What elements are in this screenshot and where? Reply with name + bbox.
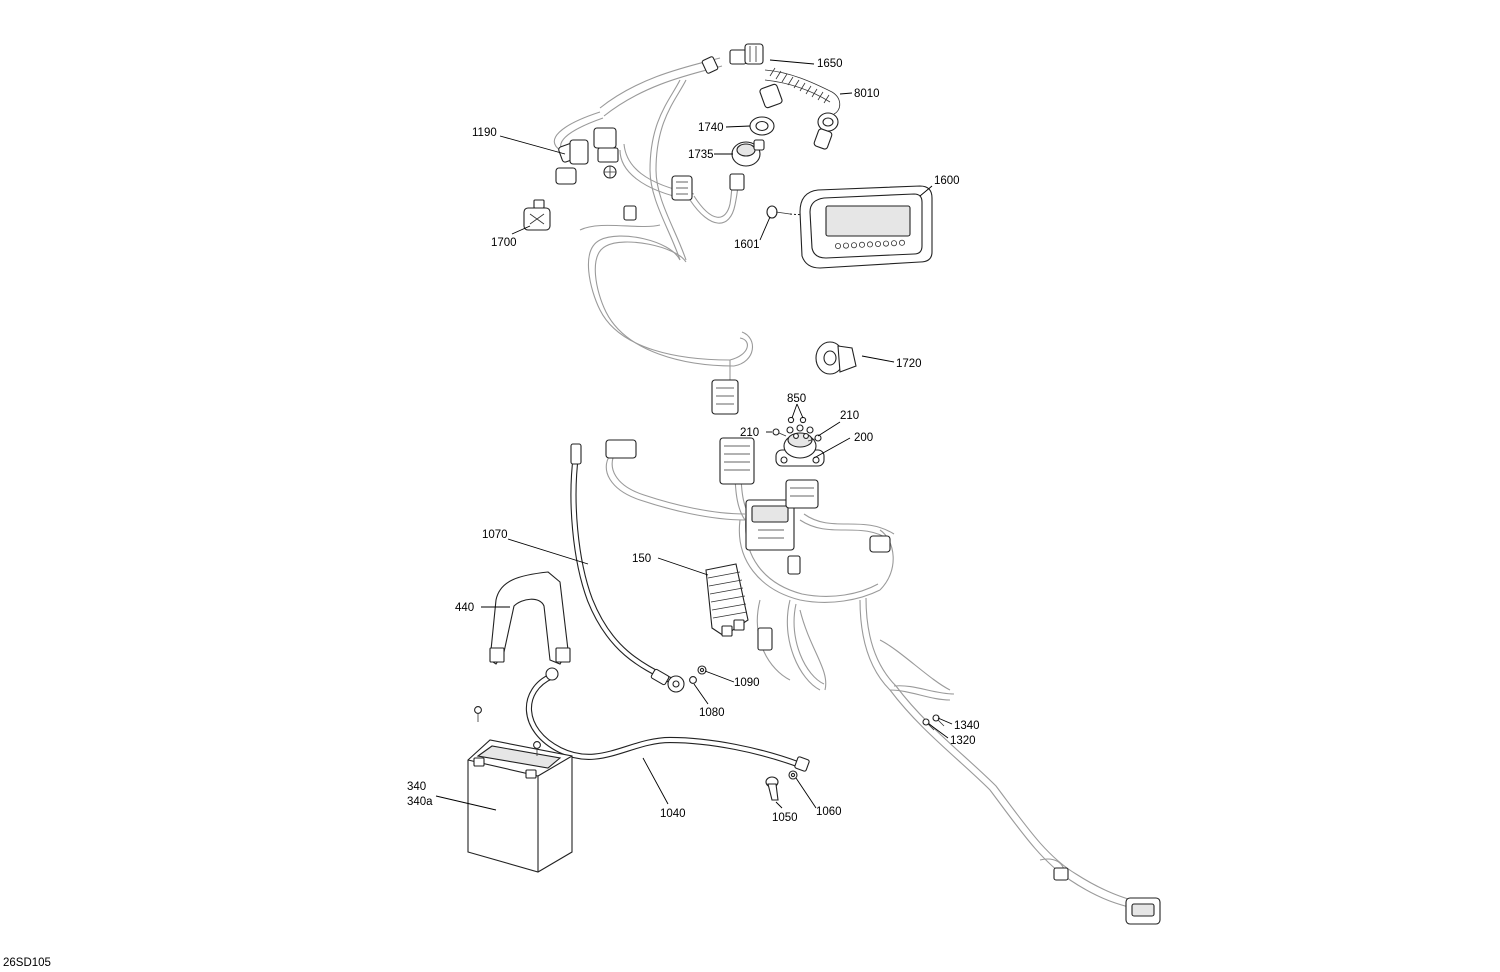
part-1601-screw <box>766 205 805 219</box>
part-1740-nut <box>749 116 775 136</box>
callout-1090: 1090 <box>734 677 760 689</box>
drawing-code: 26SD105 <box>3 957 51 969</box>
part-200-solenoid <box>775 424 825 467</box>
part-340-battery <box>467 706 573 873</box>
main-wiring-harness <box>605 450 1145 911</box>
part-1090-nut <box>697 665 707 675</box>
callout-1340: 1340 <box>954 720 980 732</box>
callout-1601: 1601 <box>734 239 760 251</box>
upper-wiring-harness <box>553 57 753 380</box>
callout-1040: 1040 <box>660 808 686 820</box>
callout-440: 440 <box>455 602 474 614</box>
part-850-nuts <box>787 416 807 424</box>
callout-200: 200 <box>854 432 873 444</box>
display-buttons <box>835 239 906 249</box>
part-440-strap <box>489 571 571 665</box>
leader-lines <box>435 59 953 811</box>
callout-210-right: 210 <box>840 410 859 422</box>
part-1080-washer <box>689 676 697 684</box>
callout-1050: 1050 <box>772 812 798 824</box>
part-1340-1320-clips <box>922 714 945 731</box>
part-1070-cable <box>570 443 685 693</box>
callout-1060: 1060 <box>816 806 842 818</box>
part-210-bolts <box>772 428 822 442</box>
part-1040-cable <box>525 667 810 772</box>
part-1720-grommet <box>815 341 857 375</box>
harness-connectors <box>523 43 1161 925</box>
part-8010-coil-cord <box>759 67 841 150</box>
callout-labels: 1650 8010 1190 1740 1735 1600 1601 1700 … <box>407 58 980 824</box>
callout-340a: 340a <box>407 796 433 808</box>
callout-850: 850 <box>787 393 806 405</box>
callout-1320: 1320 <box>950 735 976 747</box>
callout-340: 340 <box>407 781 426 793</box>
callout-1600: 1600 <box>934 175 960 187</box>
connector-1650 <box>744 43 764 65</box>
callout-1720: 1720 <box>896 358 922 370</box>
part-1060-nut <box>788 770 798 780</box>
part-150-regulator <box>705 563 749 637</box>
part-1050-bolt <box>765 776 779 801</box>
callout-150: 150 <box>632 553 651 565</box>
part-1600-display <box>799 185 933 269</box>
callout-1740: 1740 <box>698 122 724 134</box>
callout-8010: 8010 <box>854 88 880 100</box>
callout-1735: 1735 <box>688 149 714 161</box>
part-1735-switch <box>731 139 765 167</box>
callout-210-left: 210 <box>740 427 759 439</box>
callout-1190: 1190 <box>472 127 497 139</box>
connector-1650-a <box>729 49 747 65</box>
callout-1080: 1080 <box>699 707 725 719</box>
callout-1700: 1700 <box>491 237 517 249</box>
callout-1070: 1070 <box>482 529 508 541</box>
callout-1650: 1650 <box>817 58 843 70</box>
